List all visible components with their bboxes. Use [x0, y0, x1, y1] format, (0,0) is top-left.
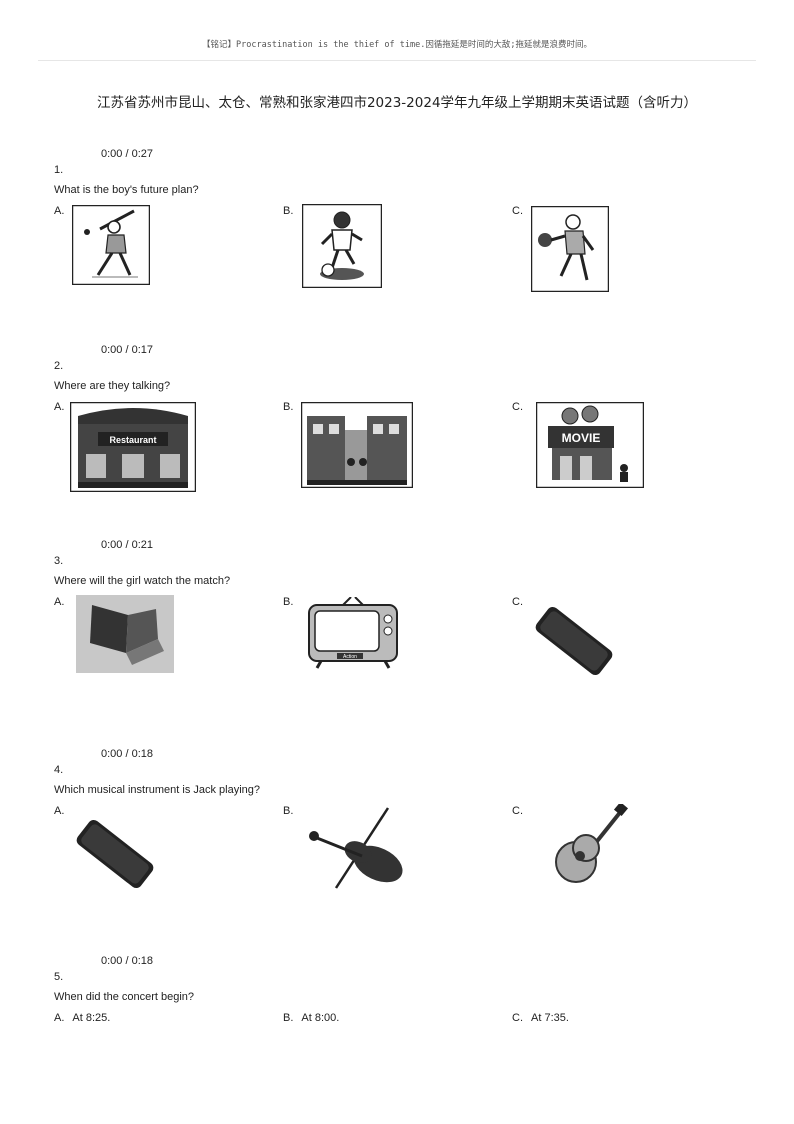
option-a-label: A.	[54, 401, 65, 413]
option-c-label: C.	[512, 401, 523, 413]
tv-brand-label: Action	[343, 654, 357, 660]
question-number: 5.	[54, 971, 64, 983]
option-b-label: B.	[283, 205, 294, 217]
violin-icon	[302, 806, 408, 894]
question-text: Where will the girl watch the match?	[54, 575, 231, 587]
question-text: Where are they talking?	[54, 380, 171, 392]
page-title: 江苏省苏州市昆山、太仓、常熟和张家港四市2023-2024学年九年级上学期期末英…	[96, 95, 698, 111]
option-a-label: A.	[54, 1012, 65, 1024]
option-b[interactable]: B. At 8:00.	[283, 1012, 339, 1024]
option-c-label: C.	[512, 205, 523, 217]
option-c-label: C.	[512, 596, 523, 608]
smartphone-icon	[74, 818, 158, 892]
header-quote: 【铭记】Procrastination is the thief of time…	[202, 40, 592, 50]
baseball-player-icon	[72, 205, 150, 285]
audio-player-2[interactable]: 0:00 / 0:17	[101, 344, 153, 356]
shopping-street-icon	[301, 402, 413, 488]
question-number: 4.	[54, 764, 64, 776]
television-icon: Action	[307, 597, 399, 669]
guitar-icon	[552, 804, 628, 888]
option-c-value: At 7:35.	[531, 1012, 569, 1024]
question-number: 3.	[54, 555, 64, 567]
question-number: 1.	[54, 164, 64, 176]
option-a-label: A.	[54, 805, 65, 817]
basketball-player-icon	[531, 206, 609, 292]
option-b-label: B.	[283, 805, 294, 817]
option-b-label: B.	[283, 401, 294, 413]
option-c[interactable]: C. At 7:35.	[512, 1012, 569, 1024]
movie-sign: MOVIE	[562, 431, 601, 445]
smartphone-icon	[533, 605, 617, 679]
question-number: 2.	[54, 360, 64, 372]
option-a-value: At 8:25.	[72, 1012, 111, 1024]
restaurant-icon: Restaurant	[70, 402, 196, 492]
option-c-label: C.	[512, 1012, 523, 1024]
question-text: Which musical instrument is Jack playing…	[54, 784, 261, 796]
option-a-label: A.	[54, 205, 65, 217]
audio-player-1[interactable]: 0:00 / 0:27	[101, 148, 153, 160]
restaurant-sign: Restaurant	[109, 435, 156, 445]
audio-player-3[interactable]: 0:00 / 0:21	[101, 539, 153, 551]
audio-player-5[interactable]: 0:00 / 0:18	[101, 955, 153, 967]
cinema-icon: MOVIE	[536, 402, 644, 488]
option-b-value: At 8:00.	[301, 1012, 340, 1024]
option-b-label: B.	[283, 1012, 294, 1024]
header-divider	[38, 60, 756, 61]
audio-player-4[interactable]: 0:00 / 0:18	[101, 748, 153, 760]
option-b-label: B.	[283, 596, 294, 608]
option-c-label: C.	[512, 805, 523, 817]
question-text: What is the boy's future plan?	[54, 184, 199, 196]
laptop-icon	[76, 595, 174, 673]
question-text: When did the concert begin?	[54, 991, 195, 1003]
option-a-label: A.	[54, 596, 65, 608]
option-a[interactable]: A. At 8:25.	[54, 1012, 110, 1024]
soccer-player-icon	[302, 204, 382, 288]
